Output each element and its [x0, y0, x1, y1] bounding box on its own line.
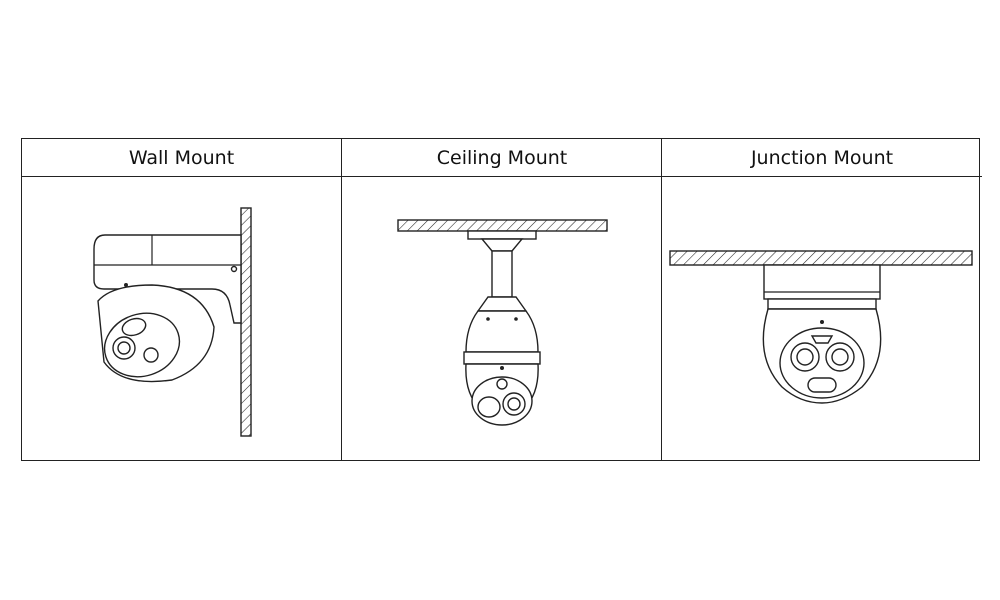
ceiling-mount-illustration — [342, 177, 662, 460]
ceiling-mount-column: Ceiling Mount — [341, 139, 662, 460]
sensor-window — [143, 347, 159, 363]
ceiling-mount-header: Ceiling Mount — [342, 139, 662, 177]
mount-options-table: Wall Mount Ceiling — [21, 138, 982, 461]
pendant-adapter — [465, 310, 539, 353]
junction-ring — [767, 298, 877, 310]
junction-box — [763, 264, 881, 300]
wall-mount-column: Wall Mount — [22, 139, 341, 460]
pendant-pole — [491, 250, 513, 298]
sensor-window — [810, 335, 834, 344]
junction-mount-header: Junction Mount — [662, 139, 982, 177]
sensor-window — [496, 378, 508, 390]
ceiling-surface — [669, 250, 973, 266]
junction-mount-column: Junction Mount — [661, 139, 982, 460]
wall-surface — [240, 207, 252, 437]
wall-mount-header: Wall Mount — [22, 139, 341, 177]
wall-bracket — [93, 234, 242, 324]
ceiling-plate — [467, 230, 537, 240]
wall-mount-camera-drawing — [93, 207, 252, 437]
ceiling-surface — [397, 219, 608, 232]
thermal-lens — [807, 377, 837, 393]
thermal-lens — [477, 396, 501, 418]
junction-mount-camera-drawing — [669, 250, 973, 404]
adapter-ring — [463, 351, 541, 365]
junction-mount-illustration — [662, 177, 982, 460]
thermal-lens — [121, 317, 147, 337]
wall-mount-illustration — [22, 177, 341, 460]
ceiling-mount-camera-drawing — [397, 219, 608, 426]
